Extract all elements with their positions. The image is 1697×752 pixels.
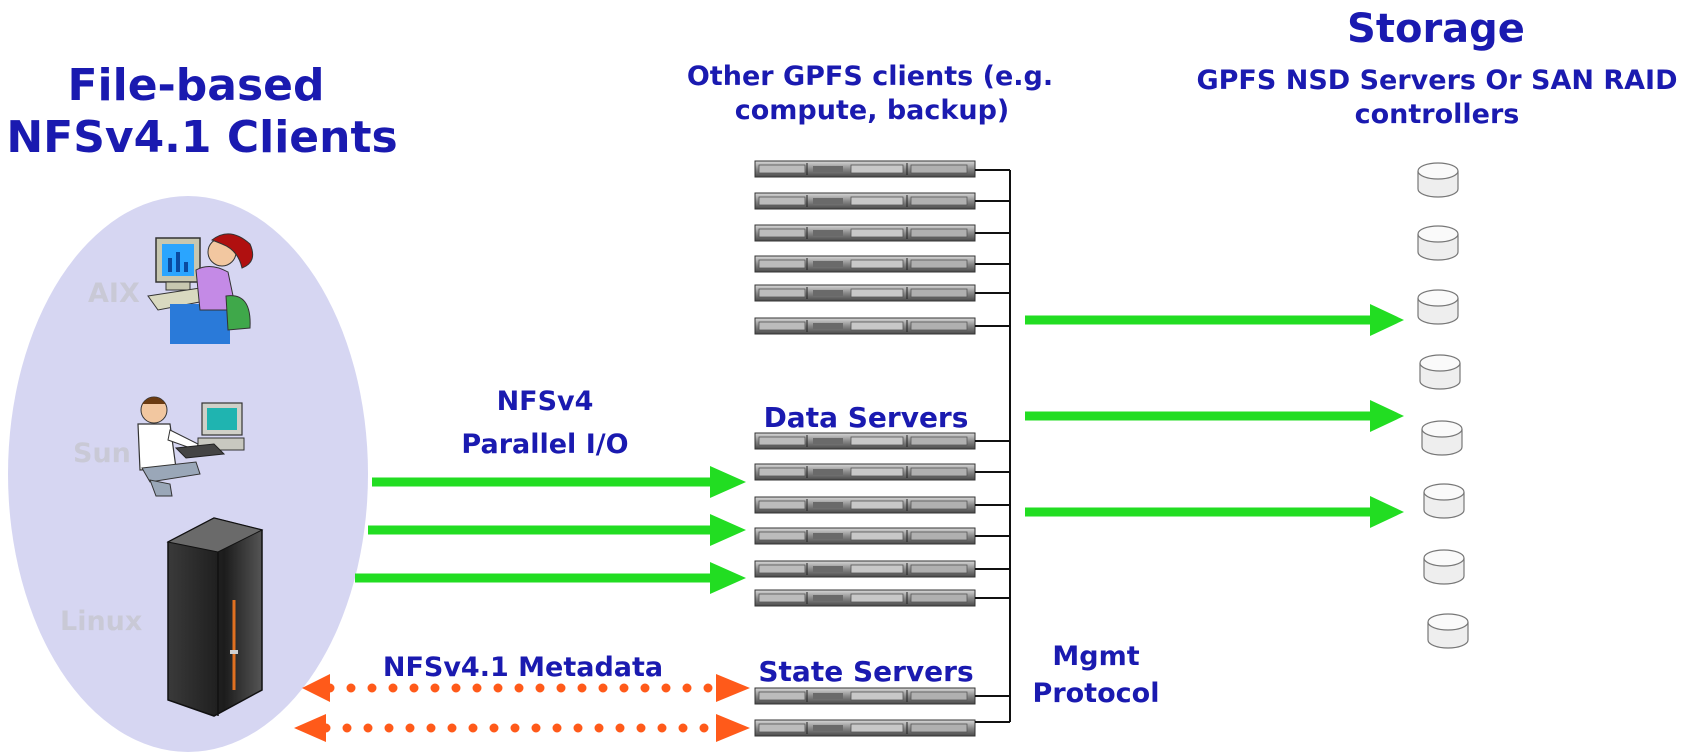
other-clients-label-line1: Other GPFS clients (e.g. [687,61,1053,92]
storage-disk-icon [1423,483,1465,519]
other-gpfs-client-server [754,255,976,273]
clients-title-line2: NFSv4.1 Clients [6,112,397,163]
parallel-io-arrow-3 [355,562,746,594]
metadata-arrow-2 [294,714,750,742]
metadata-arrow-1 [302,674,750,702]
metadata-label: NFSv4.1 Metadata [383,652,663,683]
storage-disk-icon [1427,613,1469,649]
sun-client-man-computer-icon [137,396,245,497]
data-server [754,589,976,607]
mgmt-bus [975,169,1011,723]
parallel-io-arrow-1 [372,466,746,498]
storage-io-arrow-1 [1025,304,1404,336]
storage-disk-icon [1417,225,1459,261]
other-clients-label-line2: compute, backup) [735,95,1010,126]
state-server [754,719,976,737]
data-servers-label: Data Servers [764,401,969,434]
storage-io-arrow-3 [1025,496,1404,528]
os-label-sun: Sun [73,438,131,469]
storage-subtitle-line2: controllers [1355,99,1520,130]
parallel-io-label-line1: NFSv4 [497,386,594,417]
other-gpfs-client-server [754,224,976,242]
clients-title-line1: File-based [67,60,324,111]
os-label-linux: Linux [60,606,142,637]
state-servers-label: State Servers [758,655,973,688]
data-server [754,463,976,481]
storage-io-arrow-2 [1025,400,1404,432]
storage-disk-icon [1421,420,1463,456]
other-gpfs-client-server [754,284,976,302]
state-server [754,687,976,705]
storage-disk-icon [1417,289,1459,325]
linux-client-rack-server-icon [166,517,264,717]
parallel-io-label-line2: Parallel I/O [461,429,628,460]
os-label-aix: AIX [88,278,140,309]
data-server [754,496,976,514]
data-server [754,432,976,450]
aix-client-woman-workstation-icon [147,233,254,344]
other-gpfs-client-server [754,317,976,335]
storage-subtitle-line1: GPFS NSD Servers Or SAN RAID [1196,65,1677,96]
data-server [754,527,976,545]
other-gpfs-client-server [754,160,976,178]
storage-title: Storage [1347,6,1525,52]
storage-disk-icon [1419,354,1461,390]
other-gpfs-client-server [754,192,976,210]
mgmt-protocol-label-line2: Protocol [1033,678,1160,709]
parallel-io-arrow-2 [368,514,746,546]
mgmt-protocol-label-line1: Mgmt [1052,641,1139,672]
storage-disk-icon [1423,549,1465,585]
storage-disk-icon [1417,162,1459,198]
data-server [754,560,976,578]
